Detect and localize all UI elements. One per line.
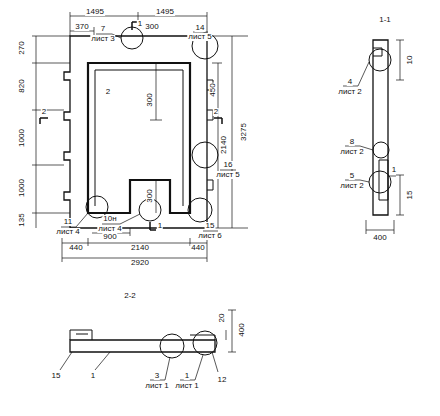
dimension-label: 1495 — [155, 8, 175, 16]
dimension-label: 10н — [102, 215, 117, 223]
sheet-reference: лист 1 — [144, 382, 169, 390]
sheet-reference: лист 3 — [90, 35, 115, 43]
dimension-label: 7 — [100, 25, 106, 33]
detail-circles — [86, 27, 218, 222]
dimension-label: 820 — [18, 78, 26, 93]
dimension-label: 900 — [102, 233, 117, 241]
dimension-label: 1 — [137, 20, 143, 28]
sheet-reference: лист 2 — [339, 148, 364, 156]
leader-lines — [61, 32, 236, 231]
dimension-label: 1000 — [18, 178, 26, 198]
dimension-label: 5 — [349, 172, 355, 180]
sheet-reference: лист 2 — [337, 88, 362, 96]
sheet-reference: лист 5 — [187, 33, 212, 41]
dimension-label: 400 — [238, 322, 246, 337]
dimension-label: 2-2 — [123, 292, 137, 300]
dimension-label: 2920 — [130, 259, 150, 267]
dimension-label: 8 — [349, 138, 355, 146]
dimension-label: 300 — [144, 23, 159, 31]
dimension-label: 16 — [223, 161, 234, 169]
dimension-label: 2 — [41, 108, 47, 116]
dimension-label: 2140 — [130, 244, 150, 252]
dimension-label: 440 — [68, 244, 83, 252]
dimension-label: 370 — [74, 23, 89, 31]
dimension-label: 15 — [406, 190, 414, 201]
dimension-label: 300 — [146, 92, 154, 107]
sheet-reference: лист 4 — [97, 225, 122, 233]
dimension-label: 12 — [217, 376, 228, 384]
dimension-label: 400 — [372, 234, 387, 242]
section-2-2 — [60, 310, 236, 380]
dimension-label: 3275 — [240, 122, 248, 142]
dimension-label: 1 — [157, 222, 163, 230]
dimension-lines — [32, 12, 248, 262]
sheet-reference: лист 6 — [197, 232, 222, 240]
dimension-label: 2 — [105, 88, 111, 96]
dimension-label: 1495 — [85, 8, 105, 16]
dimension-label: 4 — [347, 78, 353, 86]
section-1-1 — [343, 40, 404, 234]
panel-outline — [64, 36, 207, 228]
dimension-label: 2140 — [220, 135, 228, 155]
dimension-label: 270 — [18, 40, 26, 55]
dimension-label: 14 — [195, 24, 206, 32]
dimension-label: 3 — [154, 372, 160, 380]
dimension-label: 1 — [90, 372, 96, 380]
sheet-reference: лист 5 — [215, 171, 240, 179]
dimension-label: 1-1 — [378, 16, 392, 24]
dimension-label: 440 — [190, 244, 205, 252]
dimension-label: 11 — [63, 218, 73, 226]
dimension-label: 15 — [205, 222, 216, 230]
opening-inner — [95, 70, 183, 206]
dimension-label: 1 — [391, 166, 397, 174]
sheet-reference: лист 4 — [55, 228, 80, 236]
sheet-reference: лист 1 — [174, 382, 199, 390]
dimension-label: 20 — [218, 313, 226, 324]
dimension-label: 300 — [146, 188, 154, 203]
dimension-label: 15 — [51, 372, 62, 380]
dimension-label: 10 — [406, 55, 414, 66]
sheet-reference: лист 2 — [339, 182, 364, 190]
dimension-label: 2 — [213, 108, 219, 116]
dimension-label: 450 — [209, 82, 217, 97]
dimension-label: 135 — [18, 212, 26, 227]
section-marks — [40, 22, 222, 230]
dimension-label: 1 — [184, 372, 190, 380]
dimension-label: 1000 — [18, 128, 26, 148]
opening-outline — [88, 63, 190, 213]
